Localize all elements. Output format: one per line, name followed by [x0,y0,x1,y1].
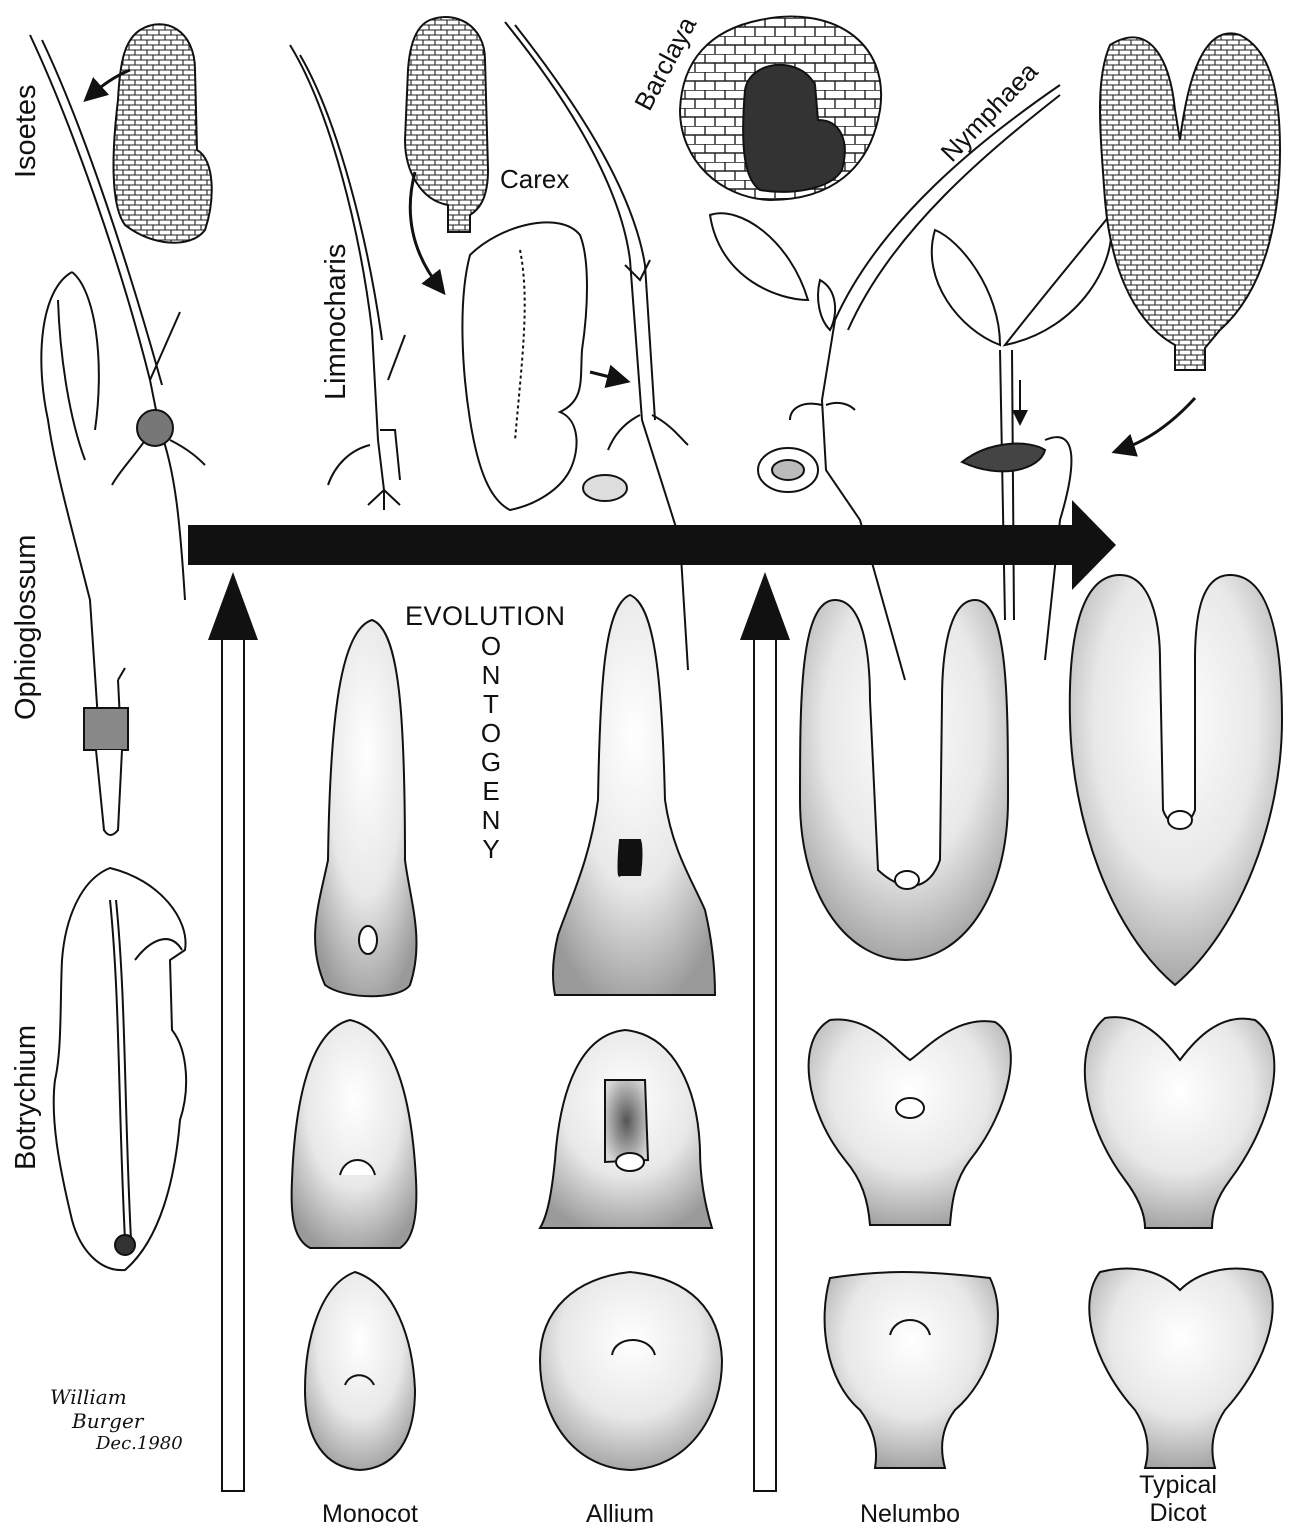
allium-embryo-mid [540,1030,712,1228]
label-typical-dicot-line2: Dicot [1108,1499,1248,1527]
nelumbo-embryo-mid [809,1020,1011,1225]
label-carex: Carex [500,166,569,192]
label-ontogeny: ONTOGENY [478,632,504,864]
signature-line2: Burger [50,1409,183,1433]
dicot-pointer-arrow [1120,398,1195,450]
monocot-embryo-early [305,1272,415,1470]
barclaya-embryo [680,17,881,200]
label-monocot: Monocot [300,1500,440,1528]
carex-embryo-cells [405,17,488,232]
signature-line3: Dec.1980 [50,1433,183,1455]
ophioglossum-seedling [41,272,128,835]
nelumbo-embryo-early [825,1272,998,1468]
label-typical-dicot-line1: Typical [1108,1471,1248,1499]
ontogeny-arrow-right [740,572,790,1491]
label-limnocharis: Limnocharis [322,244,351,400]
dicot-embryo-late [1070,575,1282,985]
dicot-embryo-cells [1100,33,1280,370]
label-evolution: EVOLUTION [405,603,566,630]
nelumbo-embryo-late [800,600,1008,960]
label-nelumbo: Nelumbo [840,1500,980,1528]
monocot-embryo-mid [292,1020,417,1248]
carex-embryo-outline [462,222,587,510]
label-allium: Allium [560,1500,680,1528]
signature-line1: William [50,1385,183,1409]
allium-embryo-early [540,1272,722,1470]
label-botrychium: Botrychium [12,1025,41,1170]
allium-embryo-late [553,595,715,995]
botrychium-embryo [54,868,186,1270]
artist-signature: William Burger Dec.1980 [50,1385,183,1455]
evolution-arrow [188,500,1116,590]
dicot-embryo-mid [1085,1017,1275,1228]
dicot-embryo-early [1089,1268,1272,1468]
dicot-seedling [932,215,1112,660]
carex-pointer-arrow-2 [590,372,622,380]
ontogeny-arrow-left [208,572,258,1491]
monocot-embryo-late [315,620,416,996]
isoetes-embryo-cells [114,24,212,242]
label-isoetes: Isoetes [12,85,41,179]
label-typical-dicot: Typical Dicot [1108,1471,1248,1527]
label-ophioglossum: Ophioglossum [12,535,41,720]
